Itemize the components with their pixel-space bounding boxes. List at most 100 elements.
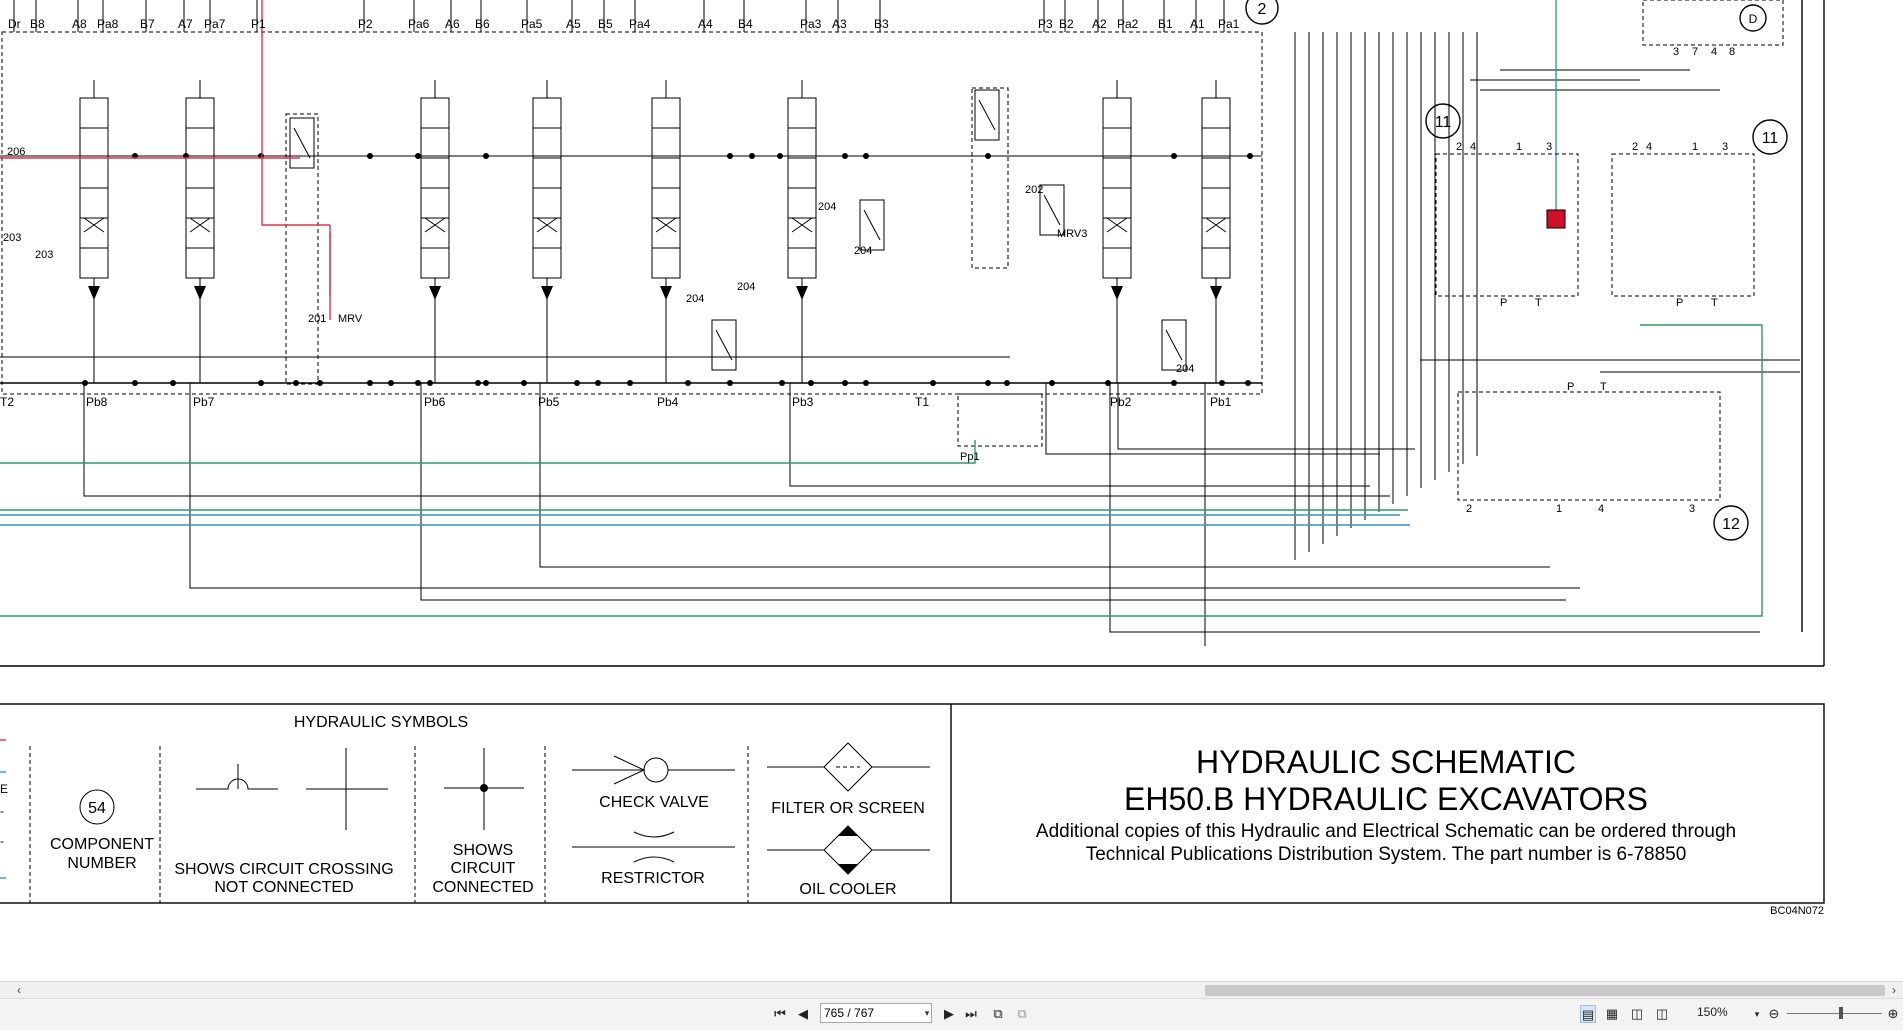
page-number-input[interactable] [820,1003,932,1023]
scroll-right-icon[interactable]: › [1892,983,1896,997]
pilot-line [0,514,1410,526]
prev-page-icon[interactable]: ◀ [798,1006,808,1021]
hydraulic-line [1470,69,1720,91]
relief-valve [1043,194,1061,226]
color-key-label: E [0,782,8,796]
zoom-out-icon[interactable]: ⊖ [1768,1006,1780,1021]
port-label: Pb2 [1110,395,1132,409]
callout-label: 12 [1722,516,1740,533]
check-valve-symbol [613,755,646,785]
junction-dot [842,153,848,159]
junction-dot [415,153,421,159]
relief-valve [978,99,996,131]
port-label: Pa7 [204,17,226,31]
port-label: B5 [598,17,613,31]
pilot-port-label: 3 [1546,141,1552,153]
port-label: P2 [358,17,373,31]
drawing-code: BC04N072 [1770,905,1824,917]
next-view-icon[interactable]: ⧉ [1017,1006,1027,1021]
facing-view-icon[interactable]: ◫ [1630,1006,1644,1021]
relief-valve [974,89,1000,141]
return-line [0,324,1763,617]
zoom-dropdown-icon[interactable]: ▾ [1754,1009,1760,1019]
motor-icon [1739,4,1767,32]
control-valve-outline [1,31,1263,395]
single-page-view-icon[interactable]: ▤ [1580,1005,1596,1023]
port-label: A3 [832,17,847,31]
callout-label: 11 [1435,114,1452,131]
connected-label: SHOWS [453,842,513,859]
zoom-slider[interactable] [1787,1013,1882,1014]
port-label: Pb6 [424,395,446,409]
scrollbar-thumb[interactable] [1205,985,1885,996]
previous-view-icon[interactable]: ⧉ [993,1006,1003,1021]
relief-valve [1039,184,1065,236]
next-page-icon[interactable]: ▶ [944,1006,954,1021]
oil-cooler-label: OIL COOLER [799,881,896,898]
spool-cross [536,217,558,233]
port-label: Pb3 [792,395,814,409]
component-number-label: NUMBER [67,855,136,872]
hydraulic-line [420,383,1566,601]
junction-dot [727,153,733,159]
component-label: 201 [308,313,326,325]
page-dropdown-icon[interactable]: ▾ [924,1008,930,1018]
filter-label: FILTER OR SCREEN [771,800,925,817]
junction-dot [1171,380,1177,386]
port-label: Pa6 [408,17,430,31]
component-label: 204 [854,245,872,257]
junction-dot [82,380,88,386]
spool-cross [655,217,677,233]
hydraulic-line [789,383,1370,487]
pilot-port-label: 2 [1466,503,1472,515]
port-label: Pa1 [1218,17,1240,31]
junction-dot [863,380,869,386]
cover-view-icon[interactable]: ◫ [1655,1006,1669,1021]
connected-label: CIRCUIT [451,860,516,877]
pilot-valve-outline [1435,153,1579,297]
zoom-slider-handle[interactable] [1839,1007,1843,1019]
pilot-port-label: P [1676,297,1683,309]
pilot-port-label: T [1535,297,1542,309]
ordering-note: Technical Publications Distribution Syst… [1086,844,1687,865]
port-label: Pb1 [1210,395,1232,409]
junction-dot [132,380,138,386]
continuous-view-icon[interactable]: ▦ [1605,1006,1619,1021]
pilot-port-label: 4 [1711,46,1717,58]
priority-valve-outline [285,113,319,385]
port-label: Pb7 [193,395,215,409]
pilot-port-label: 3 [1673,46,1679,58]
component-number-example: 54 [88,800,106,817]
zoom-in-icon[interactable]: ⊕ [1887,1006,1899,1021]
restrictor-symbol [633,831,675,863]
zoom-level[interactable]: 150% [1697,1005,1728,1019]
component-label: 204 [737,281,755,293]
port-label: B8 [30,17,45,31]
pilot-port-label: 7 [1692,46,1698,58]
junction-dot [1049,380,1055,386]
junction-dot [367,380,373,386]
ordering-note: Additional copies of this Hydraulic and … [1036,821,1736,842]
scroll-left-icon[interactable]: ‹ [17,983,21,997]
horizontal-scrollbar[interactable]: ‹ › [0,981,1903,999]
junction-dot [749,153,755,159]
junction-dot [367,153,373,159]
last-page-icon[interactable]: ⏭ [965,1006,977,1021]
spool-cross [1106,217,1128,233]
crossing-label: SHOWS CIRCUIT CROSSING [174,861,393,878]
port-label: A6 [445,17,460,31]
junction-dot [842,380,848,386]
first-page-icon[interactable]: ⏮ [774,1006,786,1021]
spool-cross [189,217,211,233]
motor-label: D [1749,12,1758,26]
junction-dot [685,380,691,386]
hydraulic-line [1109,383,1760,633]
component-label: 206 [7,146,25,158]
relief-valve [715,329,733,361]
component-label: MRV3 [1057,228,1087,240]
